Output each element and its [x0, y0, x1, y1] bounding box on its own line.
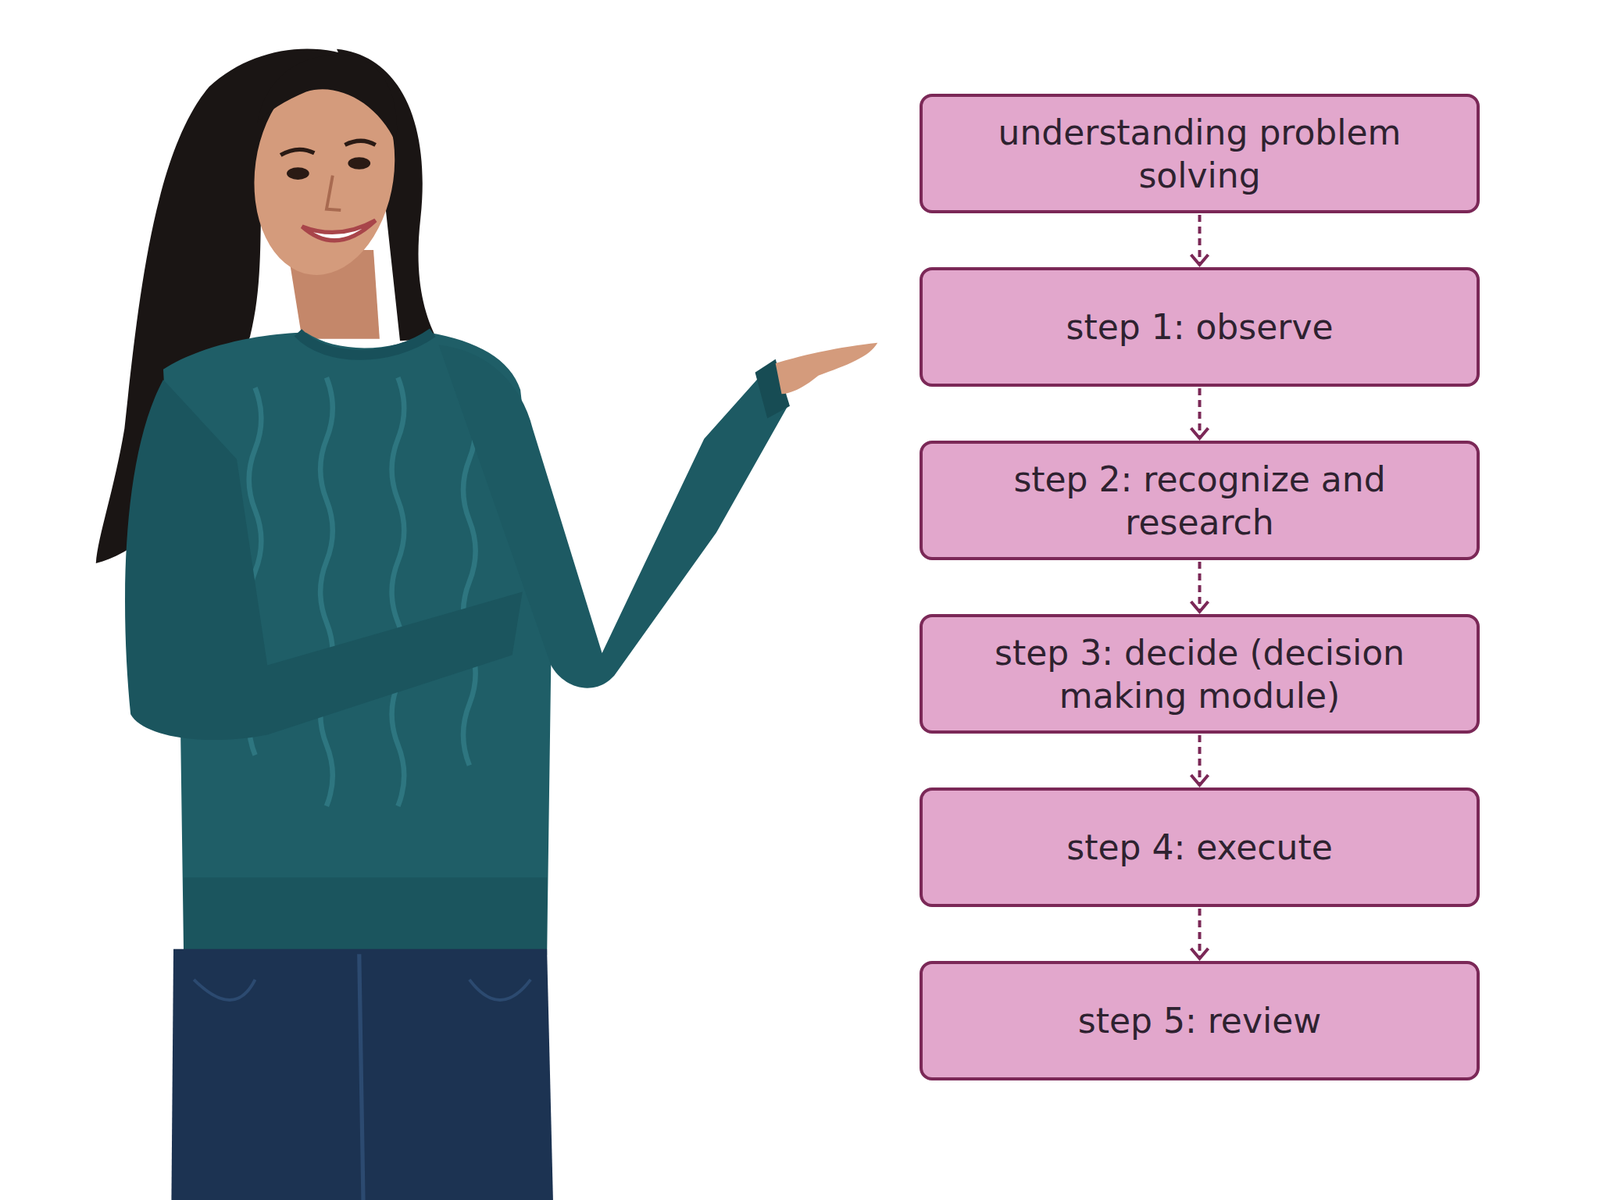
arrow-head [1191, 775, 1209, 786]
nose [326, 175, 341, 211]
step-label: step 4: execute [1066, 825, 1333, 869]
step-label: step 3: decide (decision making module) [939, 631, 1460, 718]
jeans [171, 949, 553, 1200]
smile [302, 220, 376, 241]
eyebrow [344, 140, 375, 145]
eye [286, 167, 310, 180]
dashed-arrow [1191, 214, 1209, 265]
sweater-arm [439, 344, 789, 688]
arrow-head [1191, 601, 1209, 612]
waistband [183, 877, 547, 955]
arrow-head [1191, 254, 1209, 265]
jeans-pocket [193, 979, 255, 1000]
dashed-arrow [1191, 388, 1209, 439]
step-box: step 3: decide (decision making module) [919, 614, 1480, 734]
eyebrow [280, 149, 315, 155]
step-box: step 5: review [919, 960, 1480, 1081]
dashed-line [1198, 735, 1202, 786]
step-box: step 2: recognize and research [919, 440, 1480, 561]
dashed-line [1198, 388, 1202, 439]
jeans-pocket [469, 979, 531, 1000]
arrow-head [1191, 948, 1209, 959]
dashed-line [1198, 561, 1202, 612]
step-box: step 1: observe [919, 267, 1480, 387]
step-label: step 1: observe [1065, 305, 1333, 349]
cable-knit [249, 377, 476, 807]
jeans-seam [359, 953, 364, 1200]
eye [347, 157, 371, 170]
dashed-arrow [1191, 908, 1209, 959]
fringe [257, 54, 397, 143]
dashed-line [1198, 214, 1202, 265]
dashed-arrow [1191, 735, 1209, 786]
hand [775, 342, 879, 394]
collar [297, 332, 433, 355]
step-box: understanding problem solving [919, 93, 1480, 214]
dashed-line [1198, 908, 1202, 959]
step-box: step 4: execute [919, 787, 1480, 908]
step-label: step 2: recognize and research [939, 457, 1460, 544]
sweater-arm [125, 379, 523, 740]
step-label: step 5: review [1078, 999, 1322, 1043]
dashed-arrow [1191, 561, 1209, 612]
arrow-head [1191, 428, 1209, 439]
step-label: understanding problem solving [939, 110, 1460, 197]
